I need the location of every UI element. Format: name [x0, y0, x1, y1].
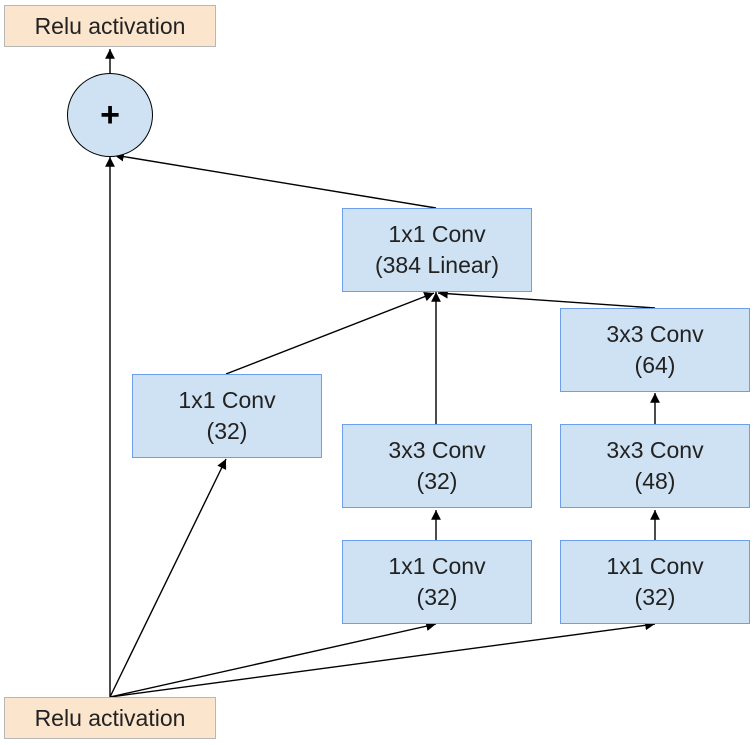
branch2-conv1x1-line2: (32) [416, 584, 458, 610]
branch3-conv3x3-top-box: 3x3 Conv (64) [560, 308, 750, 392]
branch1-conv1x1-box: 1x1 Conv (32) [132, 374, 322, 458]
branch3-conv1x1-line2: (32) [634, 584, 676, 610]
arrow-b3-to-linear [437, 288, 656, 309]
plus-icon: + [100, 95, 120, 134]
branch1-conv1x1-line1: 1x1 Conv [178, 387, 276, 413]
relu-input-label: Relu activation [34, 704, 186, 731]
branch3-conv3x3-mid-line2: (48) [634, 468, 676, 494]
branch3-conv3x3-top-line2: (64) [634, 352, 676, 378]
branch2-conv1x1-box: 1x1 Conv (32) [342, 540, 532, 624]
relu-activation-output: Relu activation [4, 5, 216, 47]
arrow-input-to-b2 [109, 621, 437, 698]
branch2-conv3x3-line2: (32) [416, 468, 458, 494]
branch2-conv3x3-box: 3x3 Conv (32) [342, 424, 532, 508]
arrow-linear-to-add [113, 151, 437, 209]
linear-conv-box: 1x1 Conv (384 Linear) [342, 208, 532, 292]
arrow-b1-to-linear [225, 291, 435, 375]
branch2-conv1x1-line1: 1x1 Conv [388, 553, 486, 579]
branch3-conv3x3-top-line1: 3x3 Conv [606, 321, 704, 347]
relu-output-label: Relu activation [34, 12, 186, 39]
branch1-conv1x1-line2: (32) [206, 418, 248, 444]
branch3-conv1x1-line1: 1x1 Conv [606, 553, 704, 579]
linear-conv-line2: (384 Linear) [374, 252, 500, 278]
branch2-conv3x3-line1: 3x3 Conv [388, 437, 486, 463]
branch3-conv1x1-box: 1x1 Conv (32) [560, 540, 750, 624]
arrow-input-to-b1 [109, 458, 227, 698]
linear-conv-line1: 1x1 Conv [388, 221, 486, 247]
arrow-input-to-b3 [109, 620, 656, 698]
branch3-conv3x3-mid-box: 3x3 Conv (48) [560, 424, 750, 508]
branch3-conv3x3-mid-line1: 3x3 Conv [606, 437, 704, 463]
relu-activation-input: Relu activation [4, 697, 216, 739]
add-node: + [67, 73, 153, 157]
